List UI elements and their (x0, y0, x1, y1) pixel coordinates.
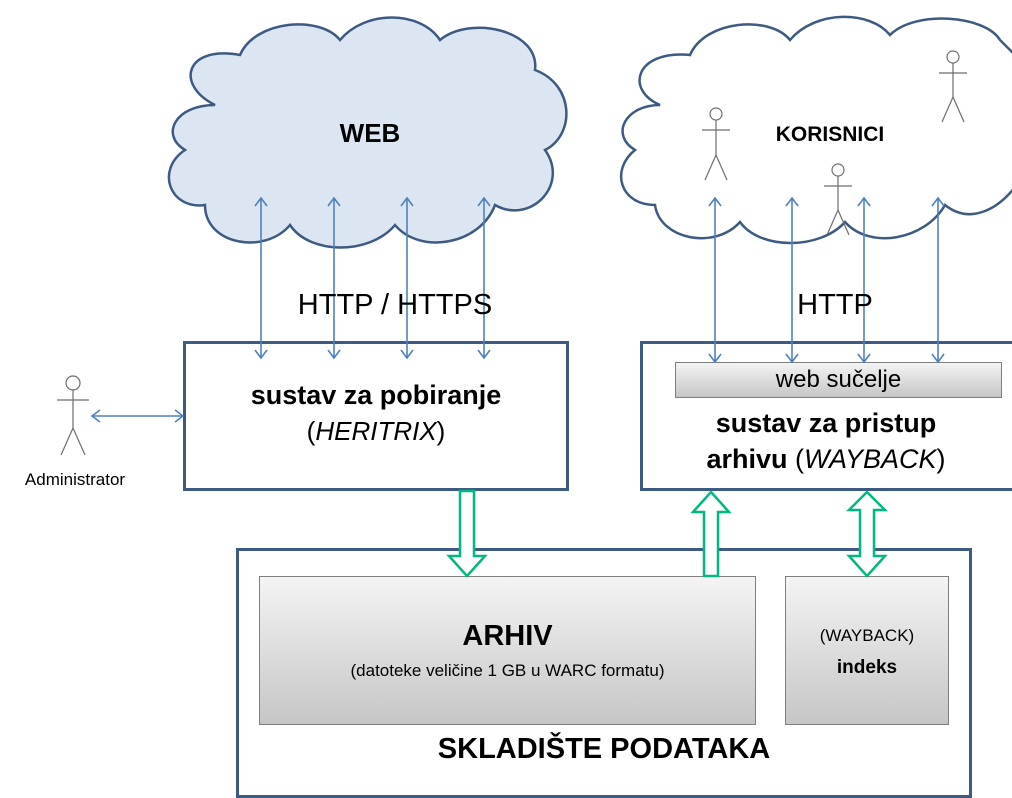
users-access-arrow-1 (708, 196, 722, 364)
archive-box (259, 576, 756, 725)
protocol-right-label: HTTP (797, 289, 873, 321)
web-interface-bar (675, 362, 1002, 398)
users-access-arrow-2 (785, 196, 799, 364)
crawler-box (183, 341, 569, 491)
person-icon-3 (939, 50, 967, 123)
web-interface-label: web sučelje (775, 366, 902, 393)
person-icon-2 (824, 163, 852, 236)
web-cloud-label: WEB (339, 118, 401, 148)
admin-crawler-arrow (90, 409, 185, 423)
access-title-line1: sustav za pristup (715, 408, 937, 438)
crawler-title: sustav za pobiranje (250, 380, 502, 410)
web-crawler-arrow-1 (254, 196, 268, 360)
protocol-left-label: HTTP / HTTPS (297, 289, 493, 321)
users-cloud (619, 15, 1012, 245)
storage-label: SKLADIŠTE PODATAKA (437, 733, 771, 765)
archive-title: ARHIV (462, 620, 553, 652)
users-access-arrow-4 (931, 196, 945, 364)
admin-icon (57, 375, 89, 456)
users-cloud-label: KORISNICI (775, 123, 885, 146)
web-crawler-arrow-3 (400, 196, 414, 360)
crawler-subtitle: (HERITRIX) (306, 416, 446, 446)
access-title-line2: arhivu (WAYBACK) (706, 444, 946, 474)
web-crawler-arrow-4 (477, 196, 491, 360)
index-box (785, 576, 949, 725)
person-icon-1 (702, 107, 730, 181)
web-cloud (167, 16, 568, 249)
web-crawler-arrow-2 (327, 196, 341, 360)
index-line2: indeks (836, 657, 898, 678)
admin-label: Administrator (24, 470, 126, 489)
crawler-archive-arrow (446, 489, 488, 578)
index-access-arrow (845, 490, 889, 578)
users-access-arrow-3 (857, 196, 871, 364)
index-line1: (WAYBACK) (819, 626, 915, 645)
archive-access-arrow (690, 490, 732, 578)
archive-subtitle: (datoteke veličine 1 GB u WARC formatu) (350, 661, 665, 680)
